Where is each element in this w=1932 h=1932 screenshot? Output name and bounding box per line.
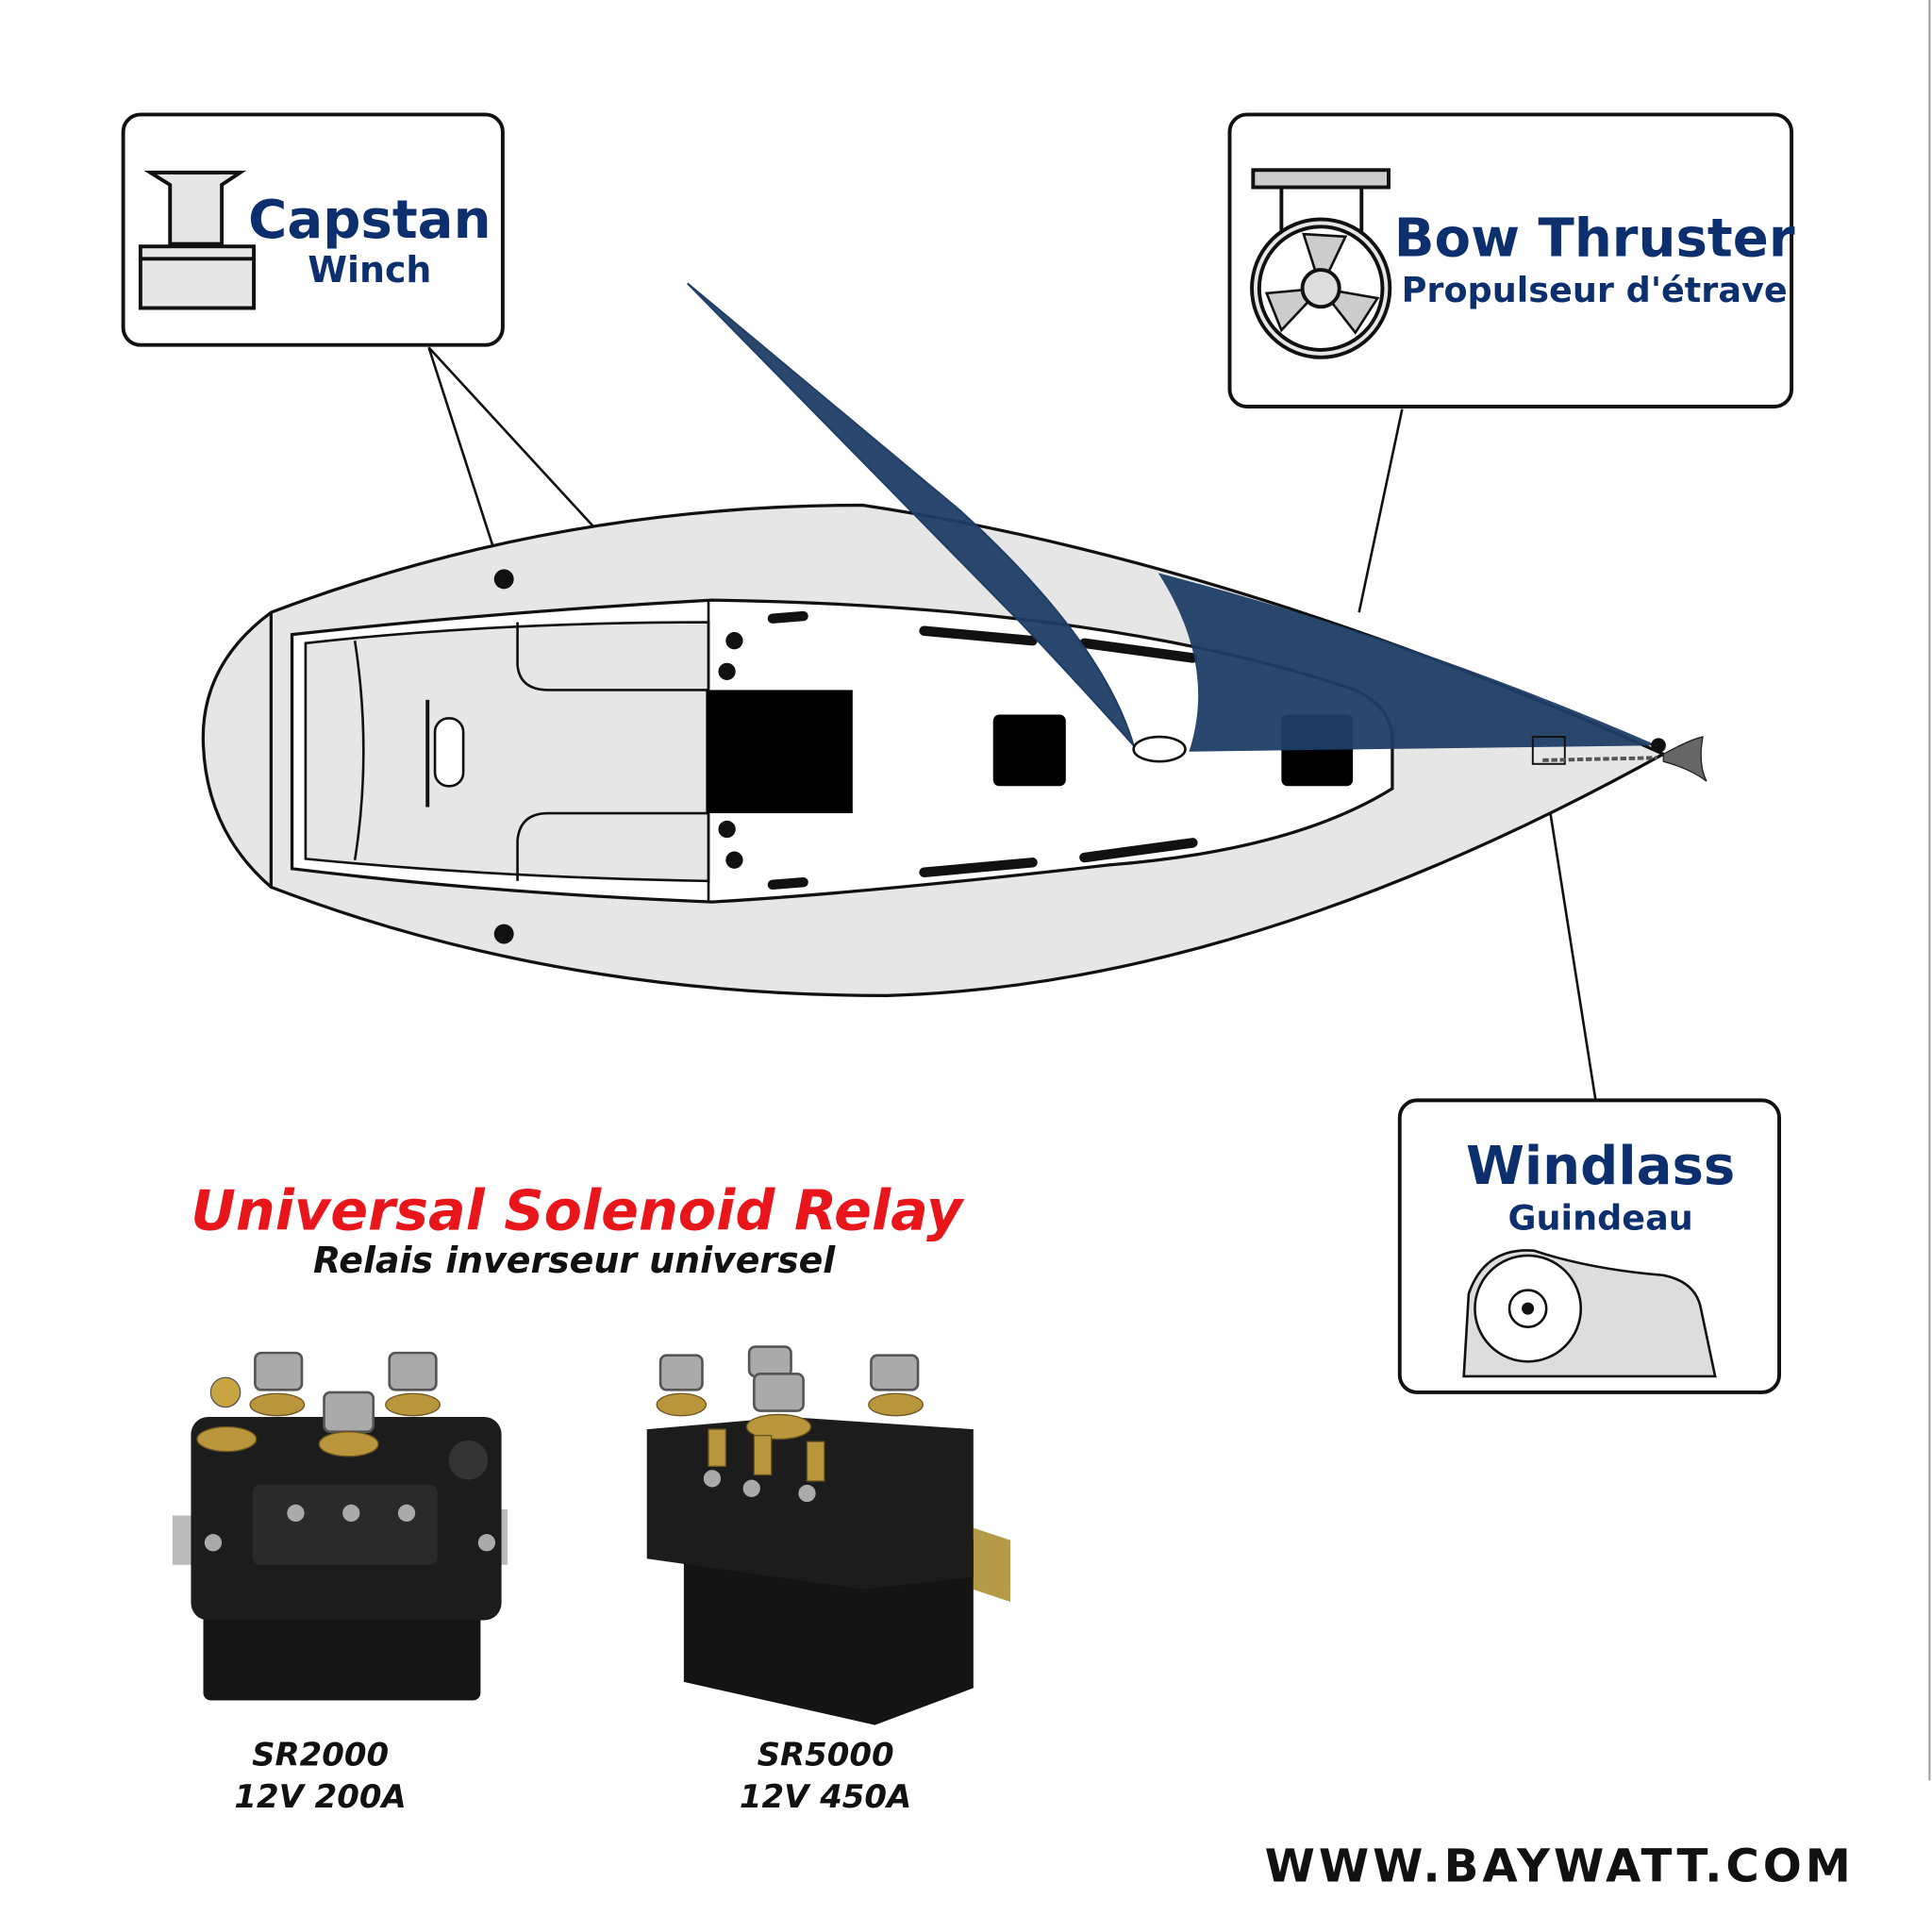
hatch xyxy=(706,690,853,814)
capstan-icon xyxy=(138,170,257,310)
capstan-callout: Capstan Winch xyxy=(121,112,505,347)
website-link[interactable]: WWW.BAYWATT.COM xyxy=(1265,1840,1855,1892)
product-heading-title: Universal Solenoid Relay xyxy=(191,1178,965,1243)
windlass-title: Windlass xyxy=(1466,1136,1735,1197)
jib-sail xyxy=(1158,573,1657,752)
product-1-model: SR2000 xyxy=(252,1737,389,1774)
deck-fittings xyxy=(493,569,743,944)
anchor-icon xyxy=(1662,736,1707,782)
bow-thruster-title: Bow Thruster xyxy=(1394,208,1795,270)
windlass-marker xyxy=(1531,736,1566,765)
boat-top-view xyxy=(201,282,1707,997)
bow-thruster-callout: Bow Thruster Propulseur d'étrave xyxy=(1227,112,1795,408)
product-2-spec: 12V 450A xyxy=(740,1778,911,1816)
capstan-title: Capstan xyxy=(248,190,491,251)
windlass-subtitle: Guindeau xyxy=(1508,1198,1693,1239)
relay-sr2000-image xyxy=(172,1351,508,1701)
windlass-icon xyxy=(1462,1249,1717,1378)
helm-icon xyxy=(433,717,465,788)
hatch xyxy=(992,714,1066,787)
relay-sr5000-image xyxy=(646,1345,1011,1725)
product-heading-subtitle: Relais inverseur universel xyxy=(313,1240,836,1281)
deck-tracks xyxy=(767,610,1198,891)
capstan-subtitle: Winch xyxy=(308,249,431,291)
mainsail xyxy=(687,282,1135,746)
cockpit xyxy=(304,621,710,883)
windlass-callout: Windlass Guindeau xyxy=(1397,1098,1781,1394)
bow-thruster-subtitle: Propulseur d'étrave xyxy=(1402,270,1788,310)
product-1-spec: 12V 200A xyxy=(234,1778,406,1816)
callout-lines xyxy=(427,346,1597,1101)
anchor-chain xyxy=(1542,756,1657,762)
product-2-model: SR5000 xyxy=(758,1737,894,1774)
mast-base xyxy=(1132,735,1187,763)
bow-thruster-icon xyxy=(1250,168,1392,359)
